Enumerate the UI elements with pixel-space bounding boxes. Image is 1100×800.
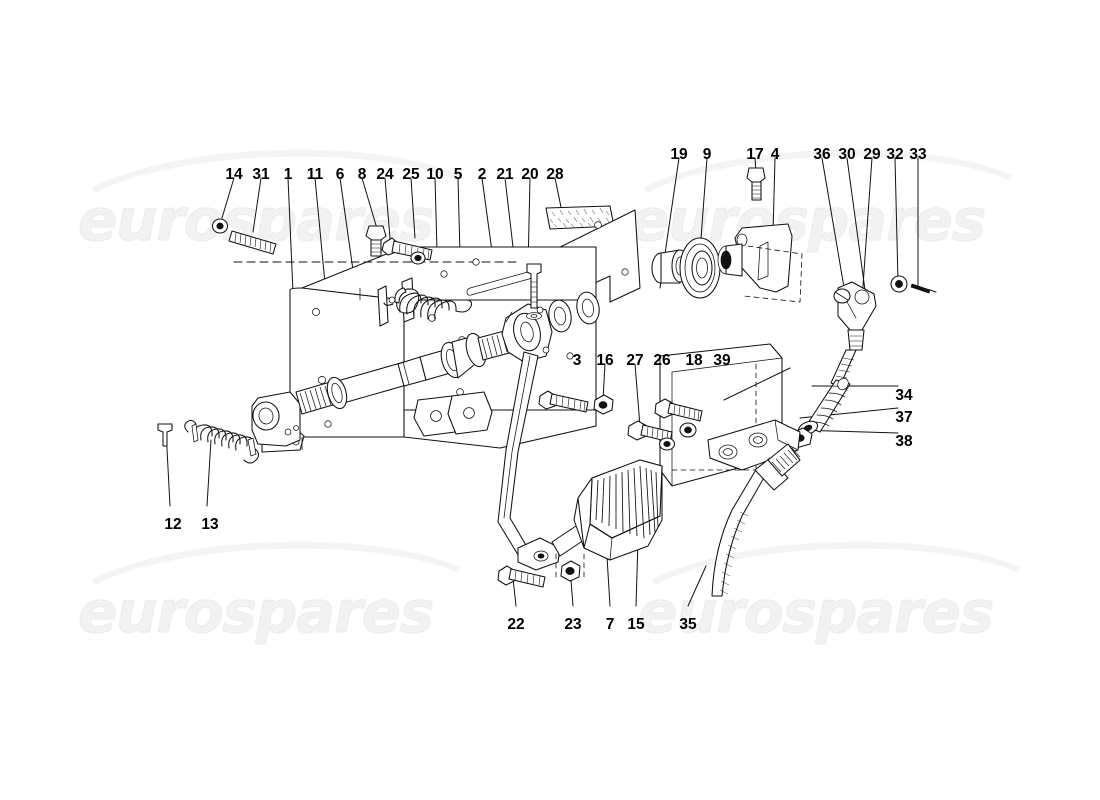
- callout-number-4: 4: [770, 146, 780, 163]
- part-6-shoulder-bolt: [526, 263, 542, 320]
- part-7-clutch-pedal-arm: [497, 351, 597, 571]
- part-18-washer: [679, 422, 697, 438]
- callout-number-9: 9: [702, 146, 712, 163]
- callout-number-23: 23: [564, 616, 582, 633]
- callout-number-10: 10: [426, 166, 444, 183]
- callout-number-36: 36: [813, 146, 831, 163]
- callout-number-24: 24: [376, 166, 394, 183]
- spring-coils: [383, 287, 473, 321]
- callout-number-3: 3: [572, 352, 582, 369]
- part-3-hex-bolt: [538, 390, 589, 413]
- part-39-cable-mounting-bracket: [659, 343, 801, 487]
- part-35-clutch-cable: [711, 443, 801, 597]
- callout-number-18: 18: [685, 352, 703, 369]
- callout-number-29: 29: [863, 146, 881, 163]
- callout-number-11: 11: [306, 166, 324, 183]
- callout-number-14: 14: [225, 166, 243, 183]
- callout-number-28: 28: [546, 166, 564, 183]
- part-32-washer: [890, 275, 908, 293]
- part-4-lever-arm: [717, 223, 803, 303]
- callout-number-16: 16: [596, 352, 614, 369]
- callout-number-37: 37: [895, 409, 913, 426]
- part-2-shaft-bushing: [326, 376, 348, 410]
- callout-number-20: 20: [521, 166, 539, 183]
- callout-number-39: 39: [713, 352, 731, 369]
- callout-number-1: 1: [283, 166, 293, 183]
- part-13-return-spring: [184, 419, 260, 464]
- part-34-rubber-boot: [805, 377, 851, 433]
- bracket-bore-bushings: [548, 291, 600, 333]
- callout-number-6: 6: [335, 166, 345, 183]
- part-30-clevis-pin: [833, 288, 851, 304]
- callout-number-30: 30: [838, 146, 856, 163]
- part-12-spring-anchor-pin: [157, 423, 173, 447]
- part-33-split-pin: [910, 283, 937, 294]
- part-31-threaded-stud: [228, 230, 277, 255]
- callout-number-12: 12: [164, 516, 182, 533]
- callout-number-32: 32: [886, 146, 904, 163]
- shaft-assembly: [251, 303, 553, 447]
- part-14-washer: [211, 218, 229, 234]
- callout-number-2: 2: [477, 166, 487, 183]
- callout-number-38: 38: [895, 433, 913, 450]
- callout-number-31: 31: [252, 166, 270, 183]
- part-22-hex-bolt: [497, 565, 546, 588]
- part-15-pedal-rubber-pad: [573, 459, 663, 561]
- callout-number-34: 34: [895, 387, 913, 404]
- part-11-spring: [377, 277, 473, 327]
- part-9-thrust-bearing: [679, 237, 721, 299]
- part-25-washer: [410, 251, 426, 265]
- callout-number-13: 13: [201, 516, 219, 533]
- washer-extra: [658, 437, 676, 451]
- callout-number-33: 33: [909, 146, 927, 163]
- callout-number-17: 17: [746, 146, 764, 163]
- callout-number-25: 25: [402, 166, 420, 183]
- part-23-hex-nut: [555, 553, 585, 582]
- part-16-lock-nut: [593, 394, 614, 415]
- part-8-flange-bolt: [365, 225, 387, 257]
- callout-number-8: 8: [357, 166, 367, 183]
- callout-number-35: 35: [679, 616, 697, 633]
- cable-adjuster-assembly: [787, 349, 857, 449]
- callout-number-5: 5: [453, 166, 463, 183]
- callout-number-7: 7: [605, 616, 615, 633]
- callout-number-15: 15: [627, 616, 645, 633]
- callout-number-26: 26: [653, 352, 671, 369]
- part-17-hex-bolt: [746, 167, 766, 201]
- callout-number-22: 22: [507, 616, 525, 633]
- callout-number-19: 19: [670, 146, 688, 163]
- callout-number-27: 27: [626, 352, 644, 369]
- part-26-flange-bolt: [654, 398, 703, 422]
- callout-number-21: 21: [496, 166, 514, 183]
